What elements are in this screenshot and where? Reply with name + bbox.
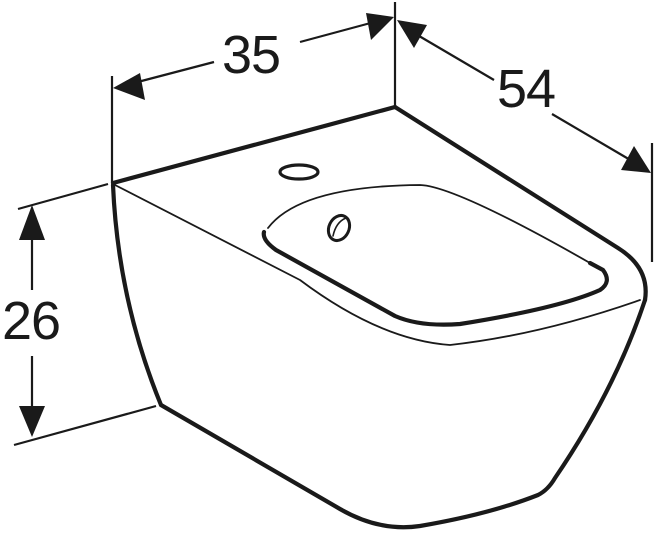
- width-dimension-line-left: [129, 60, 215, 86]
- width-dimension: [110, 2, 397, 183]
- left-rear-edge: [110, 182, 164, 408]
- rear-top-edge: [110, 104, 398, 186]
- depth-arrowhead-front: [621, 146, 651, 173]
- left-top-rim-edge: [114, 184, 641, 346]
- right-top-edge: [392, 104, 648, 303]
- height-arrowhead-top: [19, 205, 45, 240]
- height-arrowhead-bottom: [19, 406, 45, 437]
- bowl-front-rim: [261, 229, 609, 327]
- depth-dimension-label: 54: [497, 59, 556, 119]
- tap-hole-icon: [278, 163, 320, 181]
- depth-dimension: [397, 20, 654, 262]
- depth-dimension-line-lower: [551, 113, 633, 162]
- bidet-body: [110, 104, 648, 530]
- overflow-hole-icon: [326, 213, 352, 243]
- bowl-rear-rim: [267, 184, 591, 264]
- bowl-opening: [261, 184, 609, 327]
- width-dimension-label: 35: [222, 25, 281, 85]
- width-arrowhead-left: [113, 73, 145, 100]
- height-dimension: [13, 182, 157, 447]
- width-dimension-line-right: [299, 19, 379, 44]
- bottom-outline: [158, 297, 648, 530]
- height-extension-line-bottom: [13, 404, 157, 447]
- width-arrowhead-right: [366, 13, 394, 40]
- height-extension-line-top: [17, 182, 109, 211]
- depth-dimension-line-upper: [413, 32, 495, 81]
- height-dimension-label: 26: [2, 291, 61, 351]
- depth-arrowhead-rear: [397, 20, 427, 48]
